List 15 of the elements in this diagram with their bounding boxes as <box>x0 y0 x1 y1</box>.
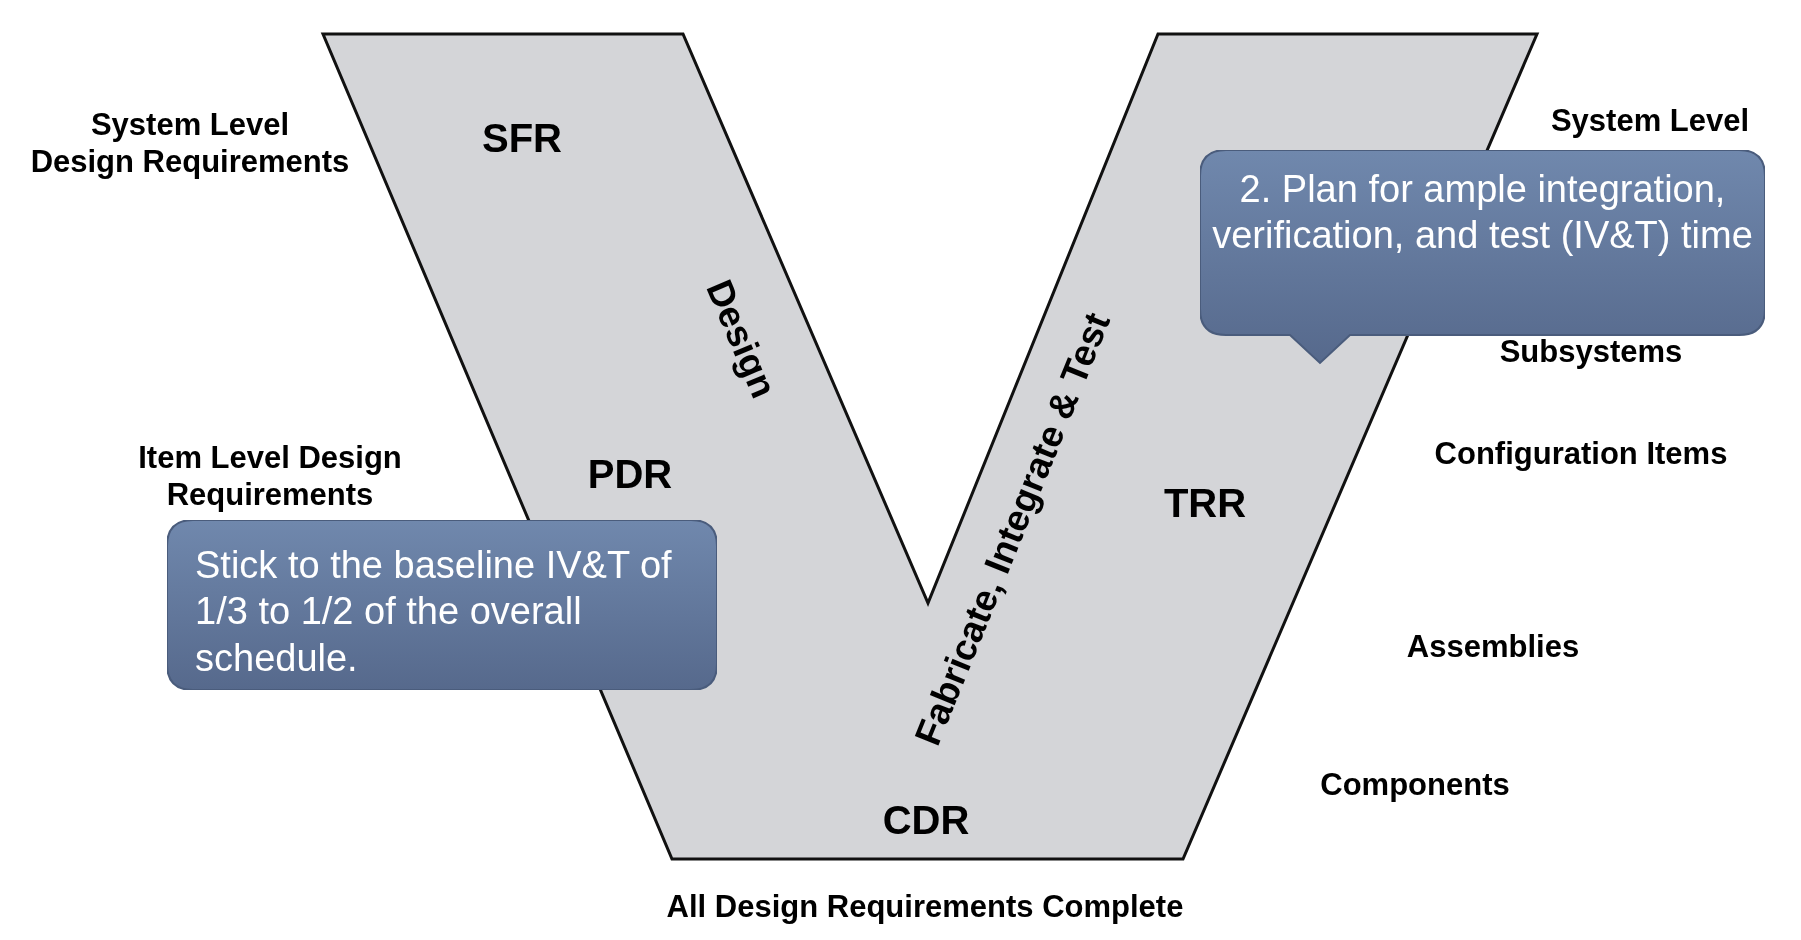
level-label: Subsystems <box>1498 333 1684 371</box>
level-label: Components <box>1319 766 1511 804</box>
milestone-label: PDR <box>587 451 673 497</box>
baseline-label: All Design Requirements Complete <box>665 888 1185 926</box>
level-label: Assemblies <box>1405 628 1581 666</box>
level-label: System Level Design Requirements <box>29 105 351 181</box>
level-label: System Level <box>1549 102 1751 140</box>
milestone-label: SFR <box>482 115 562 161</box>
milestone-label: TRR <box>1163 480 1247 526</box>
level-label: Configuration Items <box>1433 435 1729 473</box>
milestone-label: CDR <box>882 797 970 843</box>
callout-bubble <box>167 520 717 690</box>
level-label: Item Level Design Requirements <box>137 438 403 514</box>
callout-text: Stick to the baseline IV&T of 1/3 to 1/2 of the overall schedule. <box>195 543 673 681</box>
callout-text: 2. Plan for ample integration, verification, and test (IV&T) time <box>1211 167 1754 259</box>
